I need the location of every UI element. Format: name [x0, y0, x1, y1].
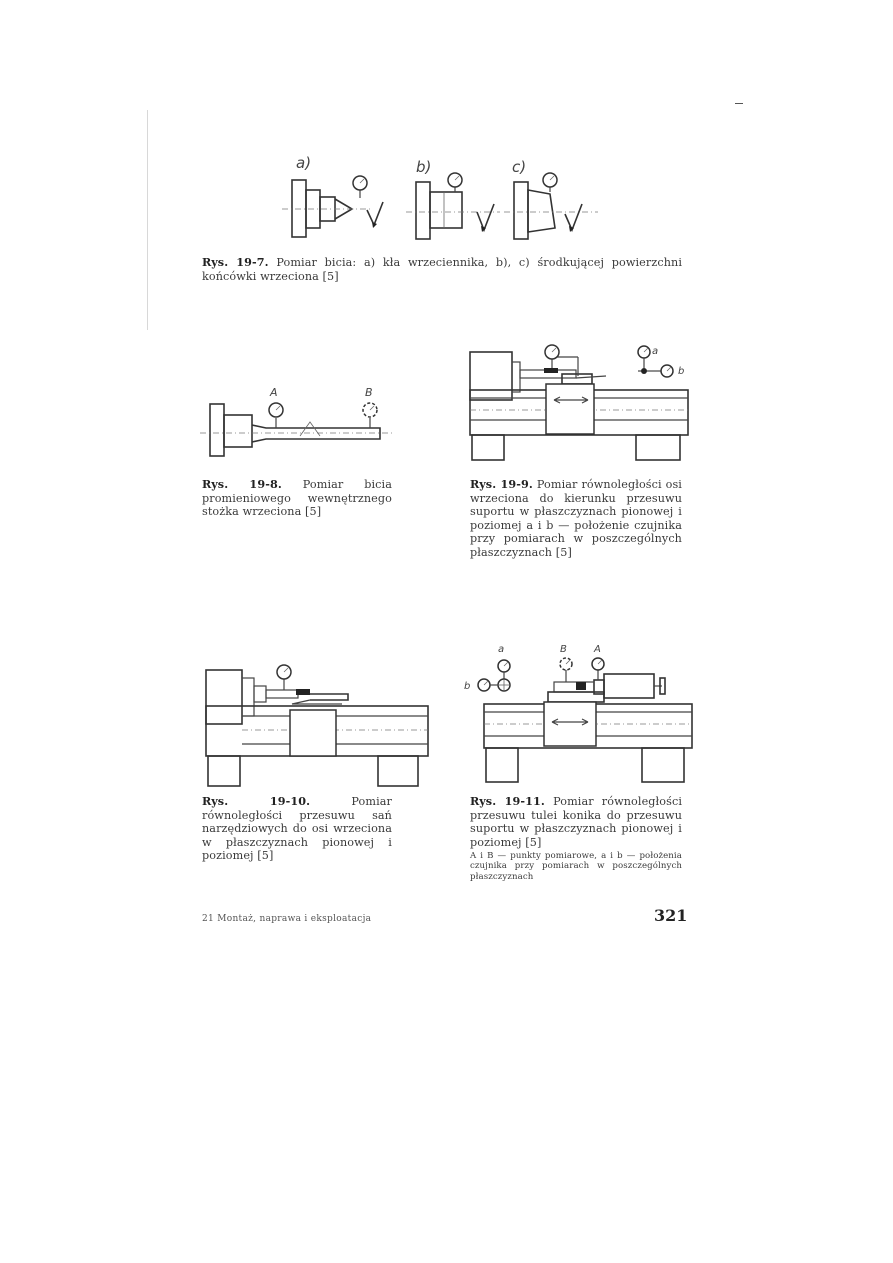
- scan-mark: [735, 103, 743, 104]
- fig-number: Rys. 19-10.: [202, 794, 311, 808]
- fig-19-9-label-b: b: [678, 366, 684, 377]
- footer-running-title: 21 Montaż, naprawa i eksploatacja: [202, 914, 372, 924]
- fig-19-7-label-c: c): [512, 158, 526, 176]
- figure-19-10: [202, 660, 434, 790]
- fig-number: Rys. 19-9.: [470, 477, 533, 491]
- fig-19-7-label-b: b): [416, 158, 431, 176]
- figure-19-7: a) b) c): [280, 150, 610, 242]
- figure-19-11: a b B A: [464, 640, 696, 788]
- fig-19-11-label-B: B: [560, 644, 567, 655]
- fig-19-8-label-b: B: [365, 386, 373, 399]
- figure-19-8: A B: [200, 382, 400, 462]
- caption-text: Pomiar równoległości przesuwu tulei koni…: [470, 795, 683, 849]
- fig-19-9-label-a: a: [652, 346, 658, 357]
- figure-19-9: a b: [466, 340, 696, 465]
- page-number: 321: [654, 906, 688, 925]
- caption-text: Pomiar bicia promieniowego wewnętrznego …: [202, 478, 392, 519]
- caption-text: Pomiar równoległości przesuwu sań narzęd…: [202, 795, 392, 863]
- caption-note-text: A i B — punkty pomiarowe, a i b — położe…: [470, 851, 682, 882]
- caption-19-11-note: A i B — punkty pomiarowe, a i b — położe…: [470, 851, 682, 882]
- fig-number: Rys. 19-7.: [202, 255, 269, 269]
- fig-number: Rys. 19-8.: [202, 477, 282, 491]
- fig-19-11-label-A: A: [593, 644, 601, 655]
- fig-19-11-label-a: a: [498, 644, 504, 655]
- caption-text: Pomiar równoległości osi wrzeciona do ki…: [470, 478, 682, 559]
- page-edge-line: [147, 110, 148, 330]
- caption-19-8: Rys. 19-8. Pomiar bicia promieniowego we…: [202, 477, 392, 519]
- caption-19-7: Rys. 19-7. Pomiar bicia: a) kła wrzecien…: [202, 255, 682, 283]
- fig-19-11-label-b: b: [464, 681, 470, 692]
- fig-number: Rys. 19-11.: [470, 794, 545, 808]
- caption-text: Pomiar bicia: a) kła wrzeciennika, b), c…: [202, 256, 682, 283]
- fig-19-7-label-a: a): [296, 154, 311, 172]
- caption-19-11: Rys. 19-11. Pomiar równoległości przesuw…: [470, 794, 683, 849]
- fig-19-8-label-a: A: [269, 386, 278, 399]
- caption-19-10: Rys. 19-10. Pomiar równoległości przesuw…: [202, 794, 392, 863]
- caption-19-9: Rys. 19-9. Pomiar równoległości osi wrze…: [470, 477, 682, 560]
